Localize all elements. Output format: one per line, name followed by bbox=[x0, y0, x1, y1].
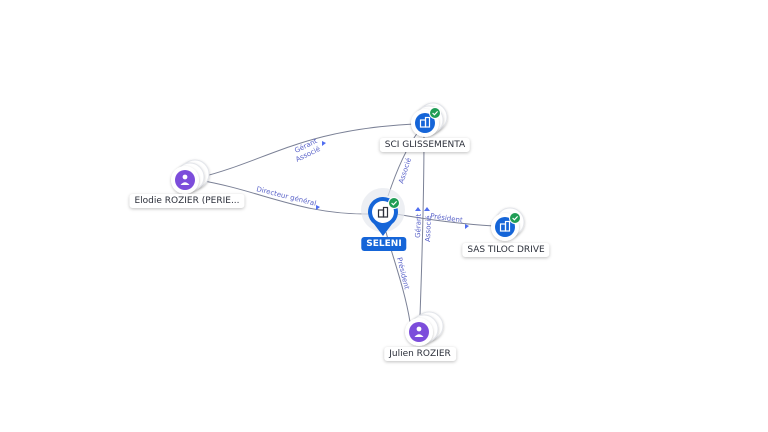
person-icon bbox=[414, 326, 424, 337]
edge-elodie-sci[interactable] bbox=[197, 123, 415, 179]
node-elodie[interactable] bbox=[171, 159, 210, 194]
edge-label-julien-seleni: Président bbox=[395, 257, 411, 291]
node-sci-glissementa[interactable] bbox=[411, 102, 448, 137]
edge-label-seleni-sas: Président bbox=[430, 212, 464, 225]
node-sas-tiloc-drive[interactable] bbox=[491, 207, 525, 241]
edge-arrow-julien-sci-b bbox=[424, 207, 430, 211]
node-label-seleni[interactable]: SELENI bbox=[361, 237, 407, 251]
person-icon bbox=[180, 174, 190, 185]
edge-label-julien-sci-2: Associé bbox=[424, 215, 433, 242]
node-seleni[interactable] bbox=[361, 188, 405, 236]
node-julien[interactable] bbox=[405, 311, 444, 346]
edges bbox=[197, 123, 495, 323]
edge-arrow-seleni-sas bbox=[465, 224, 469, 229]
node-label-sci-glissementa[interactable]: SCI GLISSEMENTA bbox=[379, 138, 471, 152]
building-icon bbox=[499, 220, 511, 232]
edge-arrow-julien-sci-a bbox=[415, 207, 421, 211]
edge-label-sci-seleni: Associé bbox=[397, 157, 413, 185]
node-label-elodie[interactable]: Elodie ROZIER (PERIE... bbox=[129, 194, 245, 208]
edge-label-julien-sci-1: Gérant bbox=[414, 213, 423, 238]
building-icon bbox=[419, 116, 431, 128]
check-badge-icon bbox=[509, 212, 521, 224]
edge-arrow-elodie-sci bbox=[322, 141, 326, 146]
node-label-julien[interactable]: Julien ROZIER bbox=[384, 347, 456, 361]
node-label-sas-tiloc-drive[interactable]: SAS TILOC DRIVE bbox=[462, 243, 550, 257]
edge-arrow-elodie-seleni bbox=[316, 205, 320, 210]
edge-seleni-sas[interactable] bbox=[395, 213, 495, 227]
edge-elodie-seleni[interactable] bbox=[197, 179, 371, 215]
edge-julien-sci[interactable] bbox=[419, 133, 425, 317]
check-badge-icon bbox=[388, 197, 400, 209]
check-badge-icon bbox=[429, 107, 441, 119]
building-icon bbox=[377, 206, 389, 218]
